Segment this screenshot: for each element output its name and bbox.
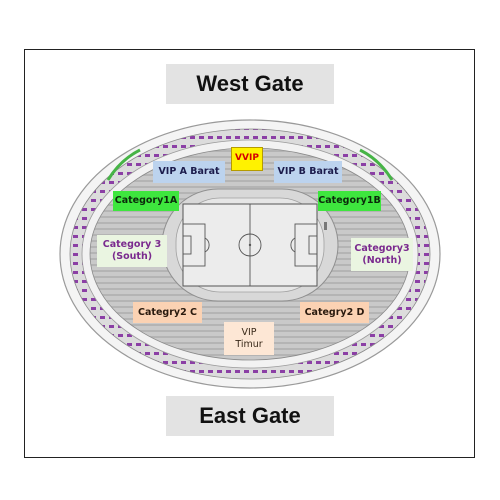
centre-circle xyxy=(238,233,262,257)
goal-box-right xyxy=(308,235,318,255)
penalty-arc-right xyxy=(290,237,296,253)
section-vvip[interactable]: VVIP xyxy=(231,147,263,171)
centre-spot xyxy=(248,243,252,247)
vip-timur-line2: Timur xyxy=(235,338,263,350)
section-category2-c[interactable]: Categry2 C xyxy=(133,302,202,323)
tier-accent-right xyxy=(359,148,394,181)
section-vip-a-barat[interactable]: VIP A Barat xyxy=(153,161,225,183)
section-vip-b-barat[interactable]: VIP B Barat xyxy=(274,161,342,183)
west-gate-label[interactable]: West Gate xyxy=(166,64,334,104)
cat3-south-line1: Category 3 xyxy=(102,239,162,251)
section-category2-d[interactable]: Categry2 D xyxy=(300,302,369,323)
vip-timur-line1: VIP xyxy=(241,326,257,338)
cat3-north-line1: Category3 xyxy=(354,242,410,254)
cat3-north-line2: (North) xyxy=(362,254,402,266)
penalty-arc-left xyxy=(204,237,210,253)
east-gate-label[interactable]: East Gate xyxy=(166,396,334,436)
section-category3-north[interactable]: Category3 (North) xyxy=(351,238,413,271)
scoreboard-marker xyxy=(324,222,327,230)
cat3-south-line2: (South) xyxy=(111,251,153,262)
section-category3-south[interactable]: Category 3 (South) xyxy=(97,235,167,267)
section-category1b[interactable]: Category1B xyxy=(318,191,381,211)
goal-box-left xyxy=(182,235,192,255)
tier-accent-left xyxy=(106,148,141,181)
section-category1a[interactable]: Category1A xyxy=(113,191,179,211)
section-vip-timur[interactable]: VIP Timur xyxy=(224,322,274,355)
